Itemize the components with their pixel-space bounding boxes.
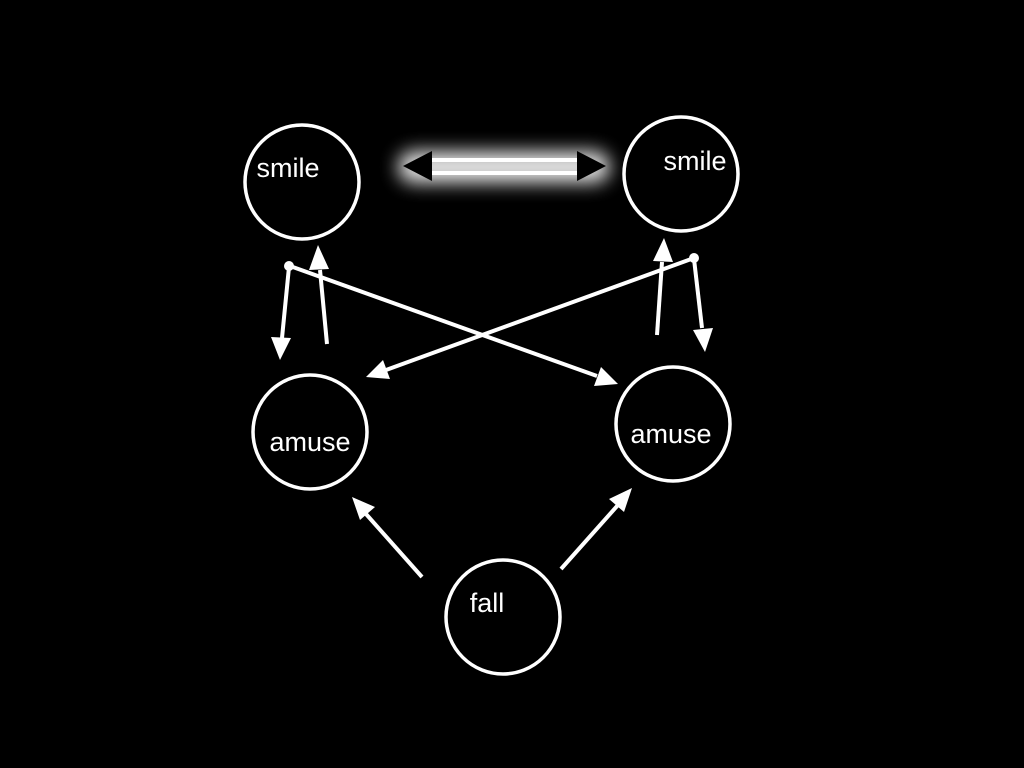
arrow-head bbox=[309, 245, 329, 270]
edge-line bbox=[289, 264, 598, 378]
edge-line bbox=[655, 261, 664, 336]
edge-fall-to-amuse-left bbox=[352, 497, 424, 579]
edge-smile-right-to-amuse-left bbox=[366, 256, 695, 379]
arrow-head bbox=[271, 337, 291, 360]
link-arrow-head-right bbox=[577, 151, 606, 181]
node-circle bbox=[243, 123, 361, 241]
arrow-head bbox=[594, 367, 618, 386]
link-arrow-head-left bbox=[403, 151, 432, 181]
edge-line bbox=[692, 258, 704, 329]
edge-line bbox=[364, 512, 424, 579]
edge-line bbox=[280, 266, 291, 339]
node-label: smile bbox=[663, 146, 726, 176]
node-amuse-left: amuse bbox=[251, 373, 369, 491]
bidirectional-link-smile-smile bbox=[398, 151, 610, 183]
arrow-head bbox=[352, 497, 375, 520]
edge-amuse-left-to-smile-left bbox=[309, 245, 329, 345]
arrow-head bbox=[693, 328, 713, 352]
arrow-head bbox=[653, 238, 673, 262]
node-label: smile bbox=[256, 153, 319, 183]
node-smile-left: smile bbox=[243, 123, 361, 241]
node-circle bbox=[622, 115, 740, 233]
node-label: fall bbox=[470, 588, 505, 618]
edge-line bbox=[385, 256, 695, 372]
arrow-head bbox=[609, 488, 632, 512]
node-circle bbox=[614, 365, 732, 483]
node-smile-right: smile bbox=[622, 115, 740, 233]
edge-fall-to-amuse-right bbox=[559, 488, 632, 571]
edge-smile-left-to-amuse-right bbox=[289, 264, 618, 386]
edge-line bbox=[318, 269, 329, 345]
node-circle bbox=[444, 558, 562, 676]
edge-smile-right-to-amuse-right bbox=[689, 253, 713, 352]
node-fall: fall bbox=[444, 558, 562, 676]
edge-line bbox=[559, 503, 620, 571]
node-circle bbox=[251, 373, 369, 491]
arrow-head bbox=[366, 360, 390, 379]
node-label: amuse bbox=[630, 419, 711, 449]
node-label: amuse bbox=[269, 427, 350, 457]
node-amuse-right: amuse bbox=[614, 365, 732, 483]
edge-amuse-right-to-smile-right bbox=[653, 238, 673, 336]
edge-smile-left-to-amuse-left bbox=[271, 261, 294, 360]
